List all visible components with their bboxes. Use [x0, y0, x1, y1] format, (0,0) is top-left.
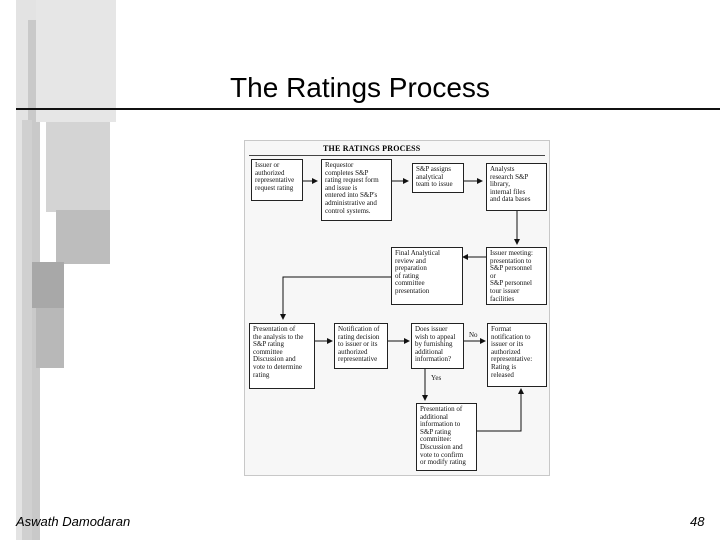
page-title: The Ratings Process — [230, 72, 490, 103]
arrow-additional-to-format — [477, 388, 524, 432]
title-divider — [16, 108, 720, 110]
box-notification: Notification of rating decision to issue… — [334, 323, 388, 369]
box-assign-team: S&P assigns analytical team to issue — [412, 163, 464, 193]
box-issuer-request: Issuer or authorized representative requ… — [251, 159, 303, 201]
decor-bar-block-3 — [32, 262, 64, 308]
author-footer: Aswath Damodaran — [16, 514, 131, 529]
ratings-process-figure: THE RATINGS PROCESS Issuer or authorized… — [244, 140, 550, 476]
decor-bar-block — [46, 122, 110, 212]
figure-title-rule — [249, 155, 545, 156]
decor-bar-tall — [22, 120, 32, 540]
flow-arrows — [280, 178, 524, 432]
decor-bar-block-4 — [36, 308, 64, 368]
box-additional-info: Presentation of additional information t… — [416, 403, 477, 471]
page-number: 48 — [690, 514, 705, 529]
box-presentation-committee: Presentation of the analysis to the S&P … — [249, 323, 315, 389]
box-final-review: Final Analytical review and preparation … — [391, 247, 463, 305]
arrow-review-to-presentation — [280, 276, 391, 320]
decor-bar-upper — [36, 0, 116, 122]
box-requestor: Requestor completes S&P rating request f… — [321, 159, 392, 221]
box-analysts-research: Analysts research S&P library, internal … — [486, 163, 547, 211]
box-format-notification: Format notification to issuer or its aut… — [487, 323, 547, 387]
box-appeal-question: Does issuer wish to appeal by furnishing… — [411, 323, 464, 369]
box-issuer-meeting: Issuer meeting: presentation to S&P pers… — [486, 247, 547, 305]
label-yes: Yes — [431, 374, 442, 382]
decor-bar-block-2 — [56, 210, 110, 264]
figure-title: THE RATINGS PROCESS — [323, 144, 421, 153]
label-no: No — [469, 331, 478, 339]
